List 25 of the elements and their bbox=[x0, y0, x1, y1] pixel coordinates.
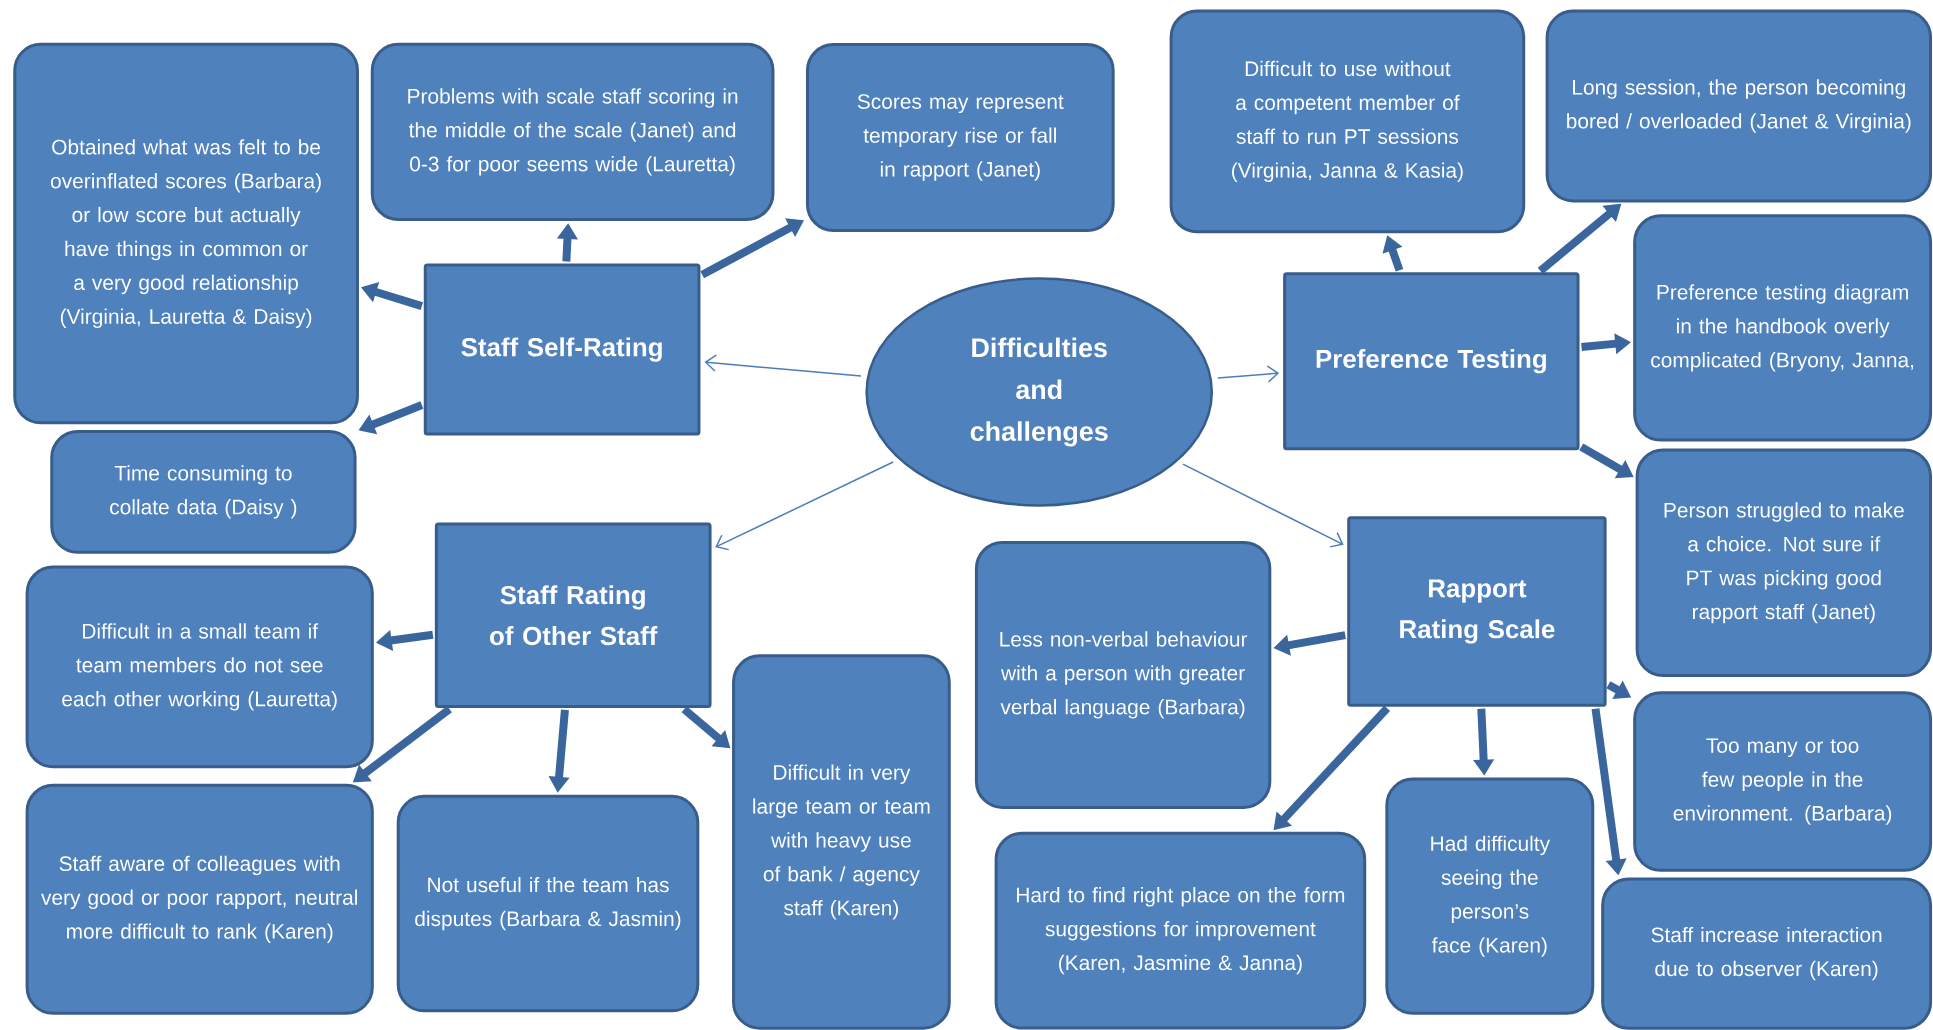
category-box: Rapport Rating Scale bbox=[1347, 516, 1607, 707]
note-box: Difficult in very large team or team with heavy use of bank / agency staff (Karen) bbox=[732, 654, 951, 1030]
note-box: Time consuming to collate data (Daisy ) bbox=[50, 430, 357, 554]
note-box: Less non-verbal behaviour with a person with greater verbal language (Barbara) bbox=[974, 540, 1272, 809]
arrow bbox=[715, 461, 894, 551]
note-box: Had difficulty seeing the person’s face (Karen) bbox=[1385, 777, 1595, 1015]
category-box: Staff Self-Rating bbox=[423, 263, 701, 436]
note-box: Difficult to use without a competent member of staff to run PT sessions (Virginia, Janna & Kasia) bbox=[1169, 9, 1526, 234]
note-box: Obtained what was felt to be overinflated scores (Barbara) or low score but actually have things in common or a very good relationship (Virginia, Lauretta & Daisy) bbox=[13, 42, 359, 425]
category-box: Staff Rating of Other Staff bbox=[434, 522, 712, 708]
note-box: Not useful if the team has disputes (Barbara & Jasmin) bbox=[396, 794, 700, 1013]
arrow bbox=[704, 354, 862, 377]
note-box: Long session, the person becoming bored / overloaded (Janet & Virginia) bbox=[1545, 9, 1932, 203]
note-box: Scores may represent temporary rise or fall in rapport (Janet) bbox=[805, 42, 1115, 233]
note-box: Staff aware of colleagues with very good or poor rapport, neutral more difficult to rank (Karen) bbox=[25, 783, 374, 1015]
note-box: Hard to find right place on the form suggestions for improvement (Karen, Jasmine & Janna) bbox=[994, 831, 1367, 1030]
arrow bbox=[1182, 463, 1344, 548]
note-box: Preference testing diagram in the handbook overly complicated (Bryony, Janna, bbox=[1633, 214, 1933, 442]
note-box: Problems with scale staff scoring in the middle of the scale (Janet) and 0-3 for poor seems wide (Lauretta) bbox=[370, 42, 775, 221]
note-box: Difficult in a small team if team members do not see each other working (Lauretta) bbox=[25, 565, 374, 769]
note-box: Staff increase interaction due to observer (Karen) bbox=[1601, 877, 1933, 1030]
category-box: Preference Testing bbox=[1283, 272, 1580, 451]
note-box: Person struggled to make a choice. Not sure if PT was picking good rapport staff (Janet) bbox=[1635, 448, 1932, 678]
note-box: Too many or too few people in the environment. (Barbara) bbox=[1633, 691, 1933, 872]
arrow bbox=[1217, 365, 1280, 383]
